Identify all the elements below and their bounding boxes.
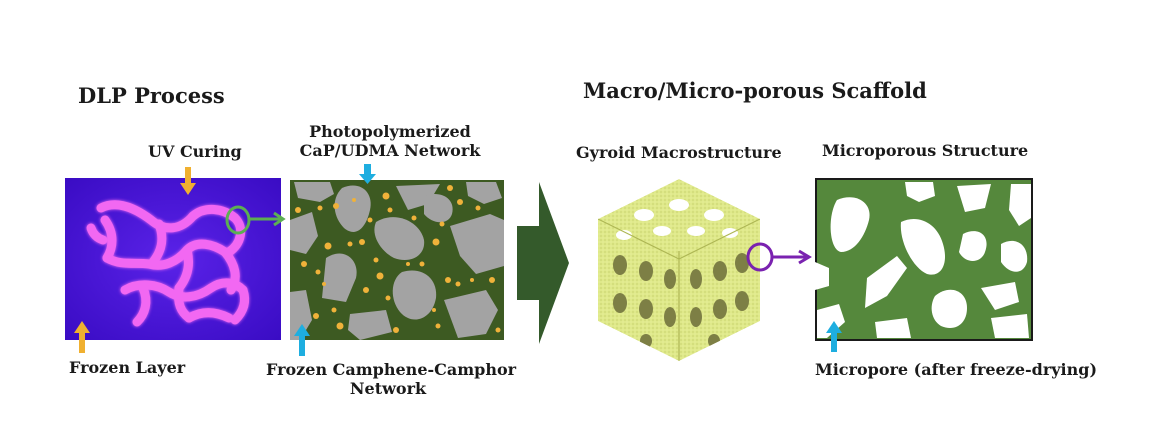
gyroid-label: Gyroid Macrostructure [576,143,782,162]
frozen-camphene-line-1: Frozen Camphene-Camphor [266,360,517,379]
frozen-camphene-line-2: Network [349,379,427,398]
micropore-label: Micropore (after freeze-drying) [815,360,1098,379]
photopolymerized-label: Photopolymerized CaP/UDMA Network [290,122,490,160]
photopolymerized-network-panel [290,180,504,340]
frozen-camphene-label: Frozen Camphene-Camphor Network [266,360,517,398]
dlp-process-title: DLP Process [78,83,225,108]
photopolymerized-line-1: Photopolymerized [309,122,471,141]
microporous-panel [815,178,1033,341]
frozen-layer-label: Frozen Layer [69,358,186,377]
photopolymerized-line-2: CaP/UDMA Network [299,141,481,160]
gyroid-macrostructure-image [584,175,774,365]
uv-curing-panel [65,178,281,340]
scaffold-title: Macro/Micro-porous Scaffold [583,78,927,103]
microporous-label: Microporous Structure [822,141,1029,160]
process-arrow [517,182,569,344]
uv-curing-label: UV Curing [148,142,242,161]
